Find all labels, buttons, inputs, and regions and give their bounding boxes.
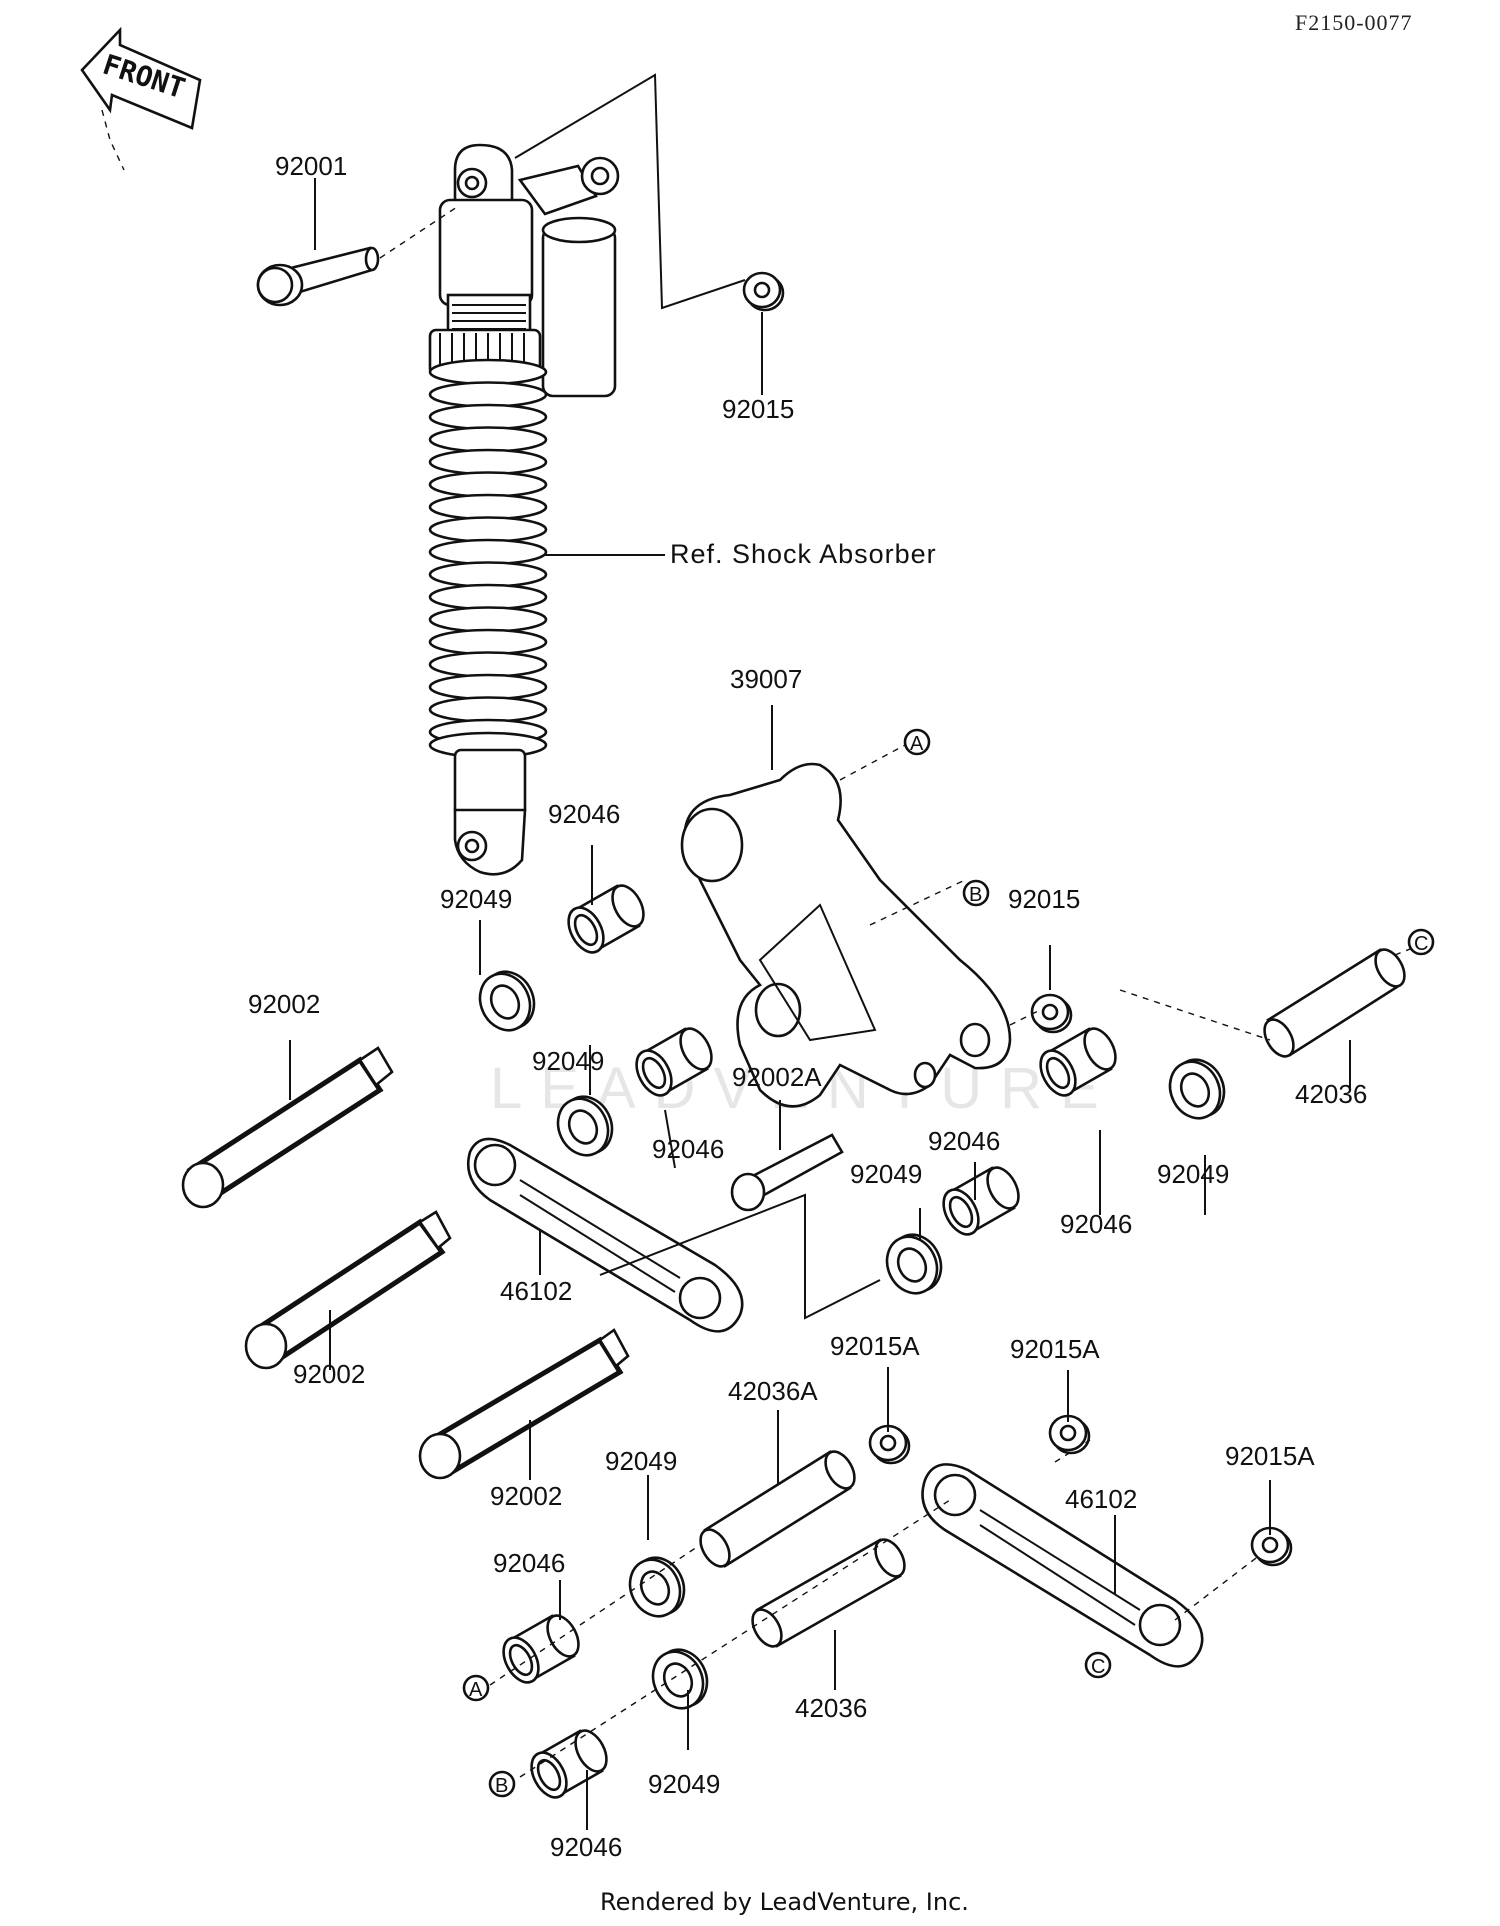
- bushing-end: [1083, 1027, 1117, 1071]
- svg-text:C: C: [1091, 1656, 1105, 1678]
- label-92002-c: 92002: [490, 1481, 562, 1511]
- spring-coil: [428, 583, 548, 611]
- label-92049-a: 92049: [440, 884, 512, 914]
- footer-credit: Rendered by LeadVenture, Inc.: [600, 1888, 969, 1916]
- svg-text:B: B: [969, 884, 982, 906]
- sleeve-42036A: [699, 1450, 856, 1568]
- label-92046-e: 92046: [493, 1548, 565, 1578]
- svg-text:C: C: [1414, 933, 1428, 955]
- spring-coil: [428, 516, 548, 543]
- spring-coil: [428, 381, 548, 408]
- seal-hole: [1179, 1072, 1211, 1108]
- link-46102-upper: [466, 1137, 744, 1333]
- label-92015-mid: 92015: [1008, 884, 1080, 914]
- link-46102-lower: [921, 1463, 1204, 1668]
- spring-coil: [428, 471, 548, 498]
- label-92046-b: 92046: [652, 1134, 724, 1164]
- marker-b-top: B: [962, 879, 990, 907]
- label-92015A-b: 92015A: [1010, 1334, 1100, 1364]
- spring-coil: [428, 606, 548, 633]
- marker-a-top: A: [903, 728, 931, 756]
- bushing-end: [679, 1027, 713, 1071]
- sleeve-42036-low: [751, 1538, 906, 1648]
- nut-hole: [753, 281, 771, 299]
- label-92046-a: 92046: [548, 799, 620, 829]
- label-46102-a: 46102: [500, 1276, 572, 1306]
- seal-hole: [662, 1662, 694, 1698]
- bushing-inner: [948, 1195, 974, 1229]
- spring-coil: [428, 493, 548, 521]
- rocker-arm-39007: [680, 762, 1012, 1108]
- label-92002-b: 92002: [293, 1359, 365, 1389]
- bolt-92002-c: [418, 1328, 630, 1480]
- spring-coil: [428, 426, 548, 453]
- bolt-92002A: [730, 1133, 844, 1212]
- nut-hole: [1261, 1536, 1279, 1554]
- spring-coil: [428, 651, 548, 678]
- nut-hole: [879, 1434, 897, 1452]
- front-arrow-icon: FRONT: [80, 26, 202, 171]
- spring-coil: [428, 673, 548, 701]
- seal-hole: [896, 1247, 928, 1283]
- label-42036A: 42036A: [728, 1376, 818, 1406]
- marker-b-bottom: B: [488, 1770, 516, 1798]
- ref-shock-absorber: Ref. Shock Absorber: [670, 539, 937, 569]
- nut-hole: [1041, 1003, 1059, 1021]
- bolt-92001: [256, 246, 380, 307]
- spring-coil: [428, 696, 548, 723]
- bolt-92002-a: [181, 1046, 394, 1209]
- label-92001: 92001: [275, 151, 347, 181]
- label-92049-d: 92049: [1157, 1159, 1229, 1189]
- bushing-end: [986, 1166, 1020, 1210]
- spring-coil: [428, 561, 548, 588]
- leader-lines: [289, 73, 1421, 1830]
- label-92002-a: 92002: [248, 989, 320, 1019]
- label-92046-d: 92046: [1060, 1209, 1132, 1239]
- marker-c-top: C: [1407, 928, 1435, 956]
- label-92015A-a: 92015A: [830, 1331, 920, 1361]
- label-39007: 39007: [730, 664, 802, 694]
- spring-coil: [428, 448, 548, 476]
- spring-coil: [428, 358, 548, 386]
- marker-c-bottom: C: [1084, 1651, 1112, 1679]
- bushing-end: [574, 1729, 608, 1773]
- label-92049-c: 92049: [850, 1159, 922, 1189]
- label-42036-low: 42036: [795, 1693, 867, 1723]
- label-92049-f: 92049: [648, 1769, 720, 1799]
- svg-text:A: A: [469, 1679, 483, 1701]
- label-92015-top: 92015: [722, 394, 794, 424]
- bushing-inner: [508, 1643, 534, 1677]
- label-92049-e: 92049: [605, 1446, 677, 1476]
- sleeve-42036-right: [1263, 948, 1406, 1058]
- bushing-end: [611, 884, 645, 928]
- spring-coil: [428, 403, 548, 431]
- bushing-inner: [641, 1056, 667, 1090]
- label-92015A-c: 92015A: [1225, 1441, 1315, 1471]
- spring-coil: [428, 538, 548, 566]
- svg-text:A: A: [910, 733, 924, 755]
- seal-hole: [639, 1570, 671, 1606]
- marker-a-bottom: A: [462, 1674, 490, 1702]
- label-92002A: 92002A: [732, 1062, 822, 1092]
- spring-coils: [428, 358, 548, 759]
- label-92046-c: 92046: [928, 1126, 1000, 1156]
- seal-hole: [489, 984, 521, 1020]
- label-42036-right: 42036: [1295, 1079, 1367, 1109]
- nut-hole: [1059, 1424, 1077, 1442]
- label-92046-f: 92046: [550, 1832, 622, 1862]
- label-46102-b: 46102: [1065, 1484, 1137, 1514]
- shock-absorber: [428, 143, 620, 876]
- diagram-code: F2150-0077: [1295, 10, 1413, 35]
- svg-text:B: B: [495, 1775, 508, 1797]
- bushing-inner: [536, 1758, 562, 1792]
- seal-hole: [567, 1109, 599, 1145]
- spring-coil: [428, 628, 548, 656]
- bolt-92002-b: [244, 1210, 452, 1370]
- bushing-inner: [573, 913, 599, 947]
- bushing-inner: [1045, 1056, 1071, 1090]
- label-92049-b: 92049: [532, 1046, 604, 1076]
